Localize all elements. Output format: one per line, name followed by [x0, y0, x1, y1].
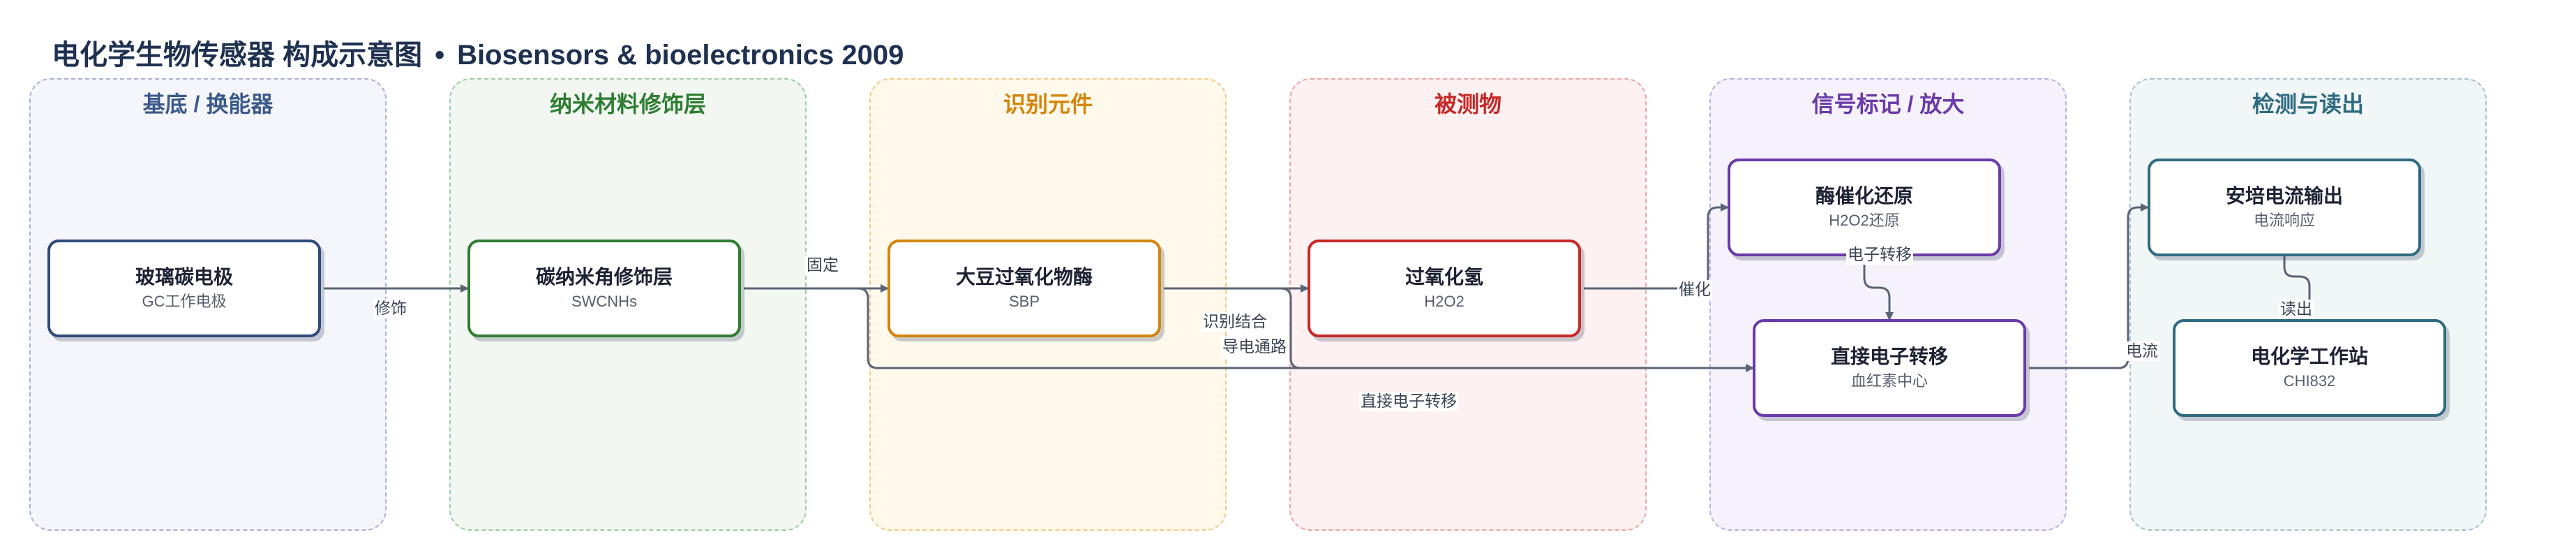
edge-label-fix: 固定: [805, 256, 840, 275]
node-title: 碳纳米角修饰层: [535, 266, 673, 288]
lane-title-signal: 信号标记 / 放大: [1811, 91, 1965, 117]
node-subtitle: CHI832: [2283, 372, 2336, 390]
lane-title-substrate: 基底 / 换能器: [142, 91, 274, 117]
node-soybean-peroxidase: 大豆过氧化物酶 SBP: [888, 240, 1161, 337]
lane-title-nanomaterial: 纳米材料修饰层: [549, 91, 706, 117]
title-separator: •: [435, 40, 445, 71]
node-title: 大豆过氧化物酶: [955, 266, 1093, 288]
edge-label-readout: 读出: [2279, 300, 2314, 319]
edge-det-to-amp: [2029, 203, 2149, 369]
edge-amp-to-chi: [2283, 256, 2314, 321]
node-glassy-carbon-electrode: 玻璃碳电极 GC工作电极: [47, 240, 321, 337]
edge-swcnh-to-det: [744, 287, 1754, 372]
node-subtitle: SBP: [1008, 293, 1040, 311]
node-title: 直接电子转移: [1830, 346, 1948, 368]
node-title: 过氧化氢: [1405, 266, 1483, 288]
node-hydrogen-peroxide: 过氧化氢 H2O2: [1308, 240, 1581, 337]
edge-label-current: 电流: [2125, 341, 2159, 361]
title-source: Biosensors & bioelectronics 2009: [457, 40, 904, 71]
lane-title-analyte: 被测物: [1434, 91, 1502, 117]
node-title: 玻璃碳电极: [135, 266, 233, 288]
node-electrochemical-workstation: 电化学工作站 CHI832: [2173, 319, 2446, 417]
edge-h2o2-to-enzyme: [1584, 203, 1729, 290]
lane-signal: [1709, 78, 2067, 531]
node-amperometric-output: 安培电流输出 电流响应: [2148, 159, 2421, 256]
lane-title-recognition: 识别元件: [1003, 91, 1093, 117]
diagram-title: 电化学生物传感器 构成示意图 • Biosensors & bioelectroni…: [52, 32, 904, 73]
node-subtitle: H2O2还原: [1829, 212, 1900, 230]
edge-label-recognize: 识别结合: [1201, 312, 1268, 332]
node-enzymatic-reduction: 酶催化还原 H2O2还原: [1728, 159, 2001, 256]
lane-title-readout: 检测与读出: [2252, 91, 2364, 117]
node-subtitle: 电流响应: [2253, 212, 2315, 230]
edge-label-modify: 修饰: [373, 299, 408, 318]
node-subtitle: SWCNHs: [571, 293, 638, 311]
node-subtitle: GC工作电极: [142, 293, 227, 311]
node-subtitle: 血红素中心: [1850, 372, 1928, 390]
node-swcnh-layer: 碳纳米角修饰层 SWCNHs: [467, 240, 741, 337]
edge-sbp-to-det: [1164, 287, 1754, 372]
edge-label-electron-transfer: 电子转移: [1846, 245, 1913, 265]
node-title: 安培电流输出: [2225, 185, 2343, 207]
edge-enzyme-to-det: [1863, 256, 1894, 321]
node-direct-electron-transfer: 直接电子转移 血红素中心: [1753, 319, 2026, 417]
edge-label-direct-transfer: 直接电子转移: [1359, 392, 1458, 411]
node-title: 酶催化还原: [1815, 185, 1913, 207]
edge-label-catalyze: 催化: [1677, 280, 1712, 300]
node-subtitle: H2O2: [1424, 293, 1465, 311]
edge-label-conduct: 导电通路: [1221, 337, 1288, 357]
title-main: 电化学生物传感器 构成示意图: [52, 40, 423, 71]
node-title: 电化学工作站: [2250, 346, 2368, 368]
